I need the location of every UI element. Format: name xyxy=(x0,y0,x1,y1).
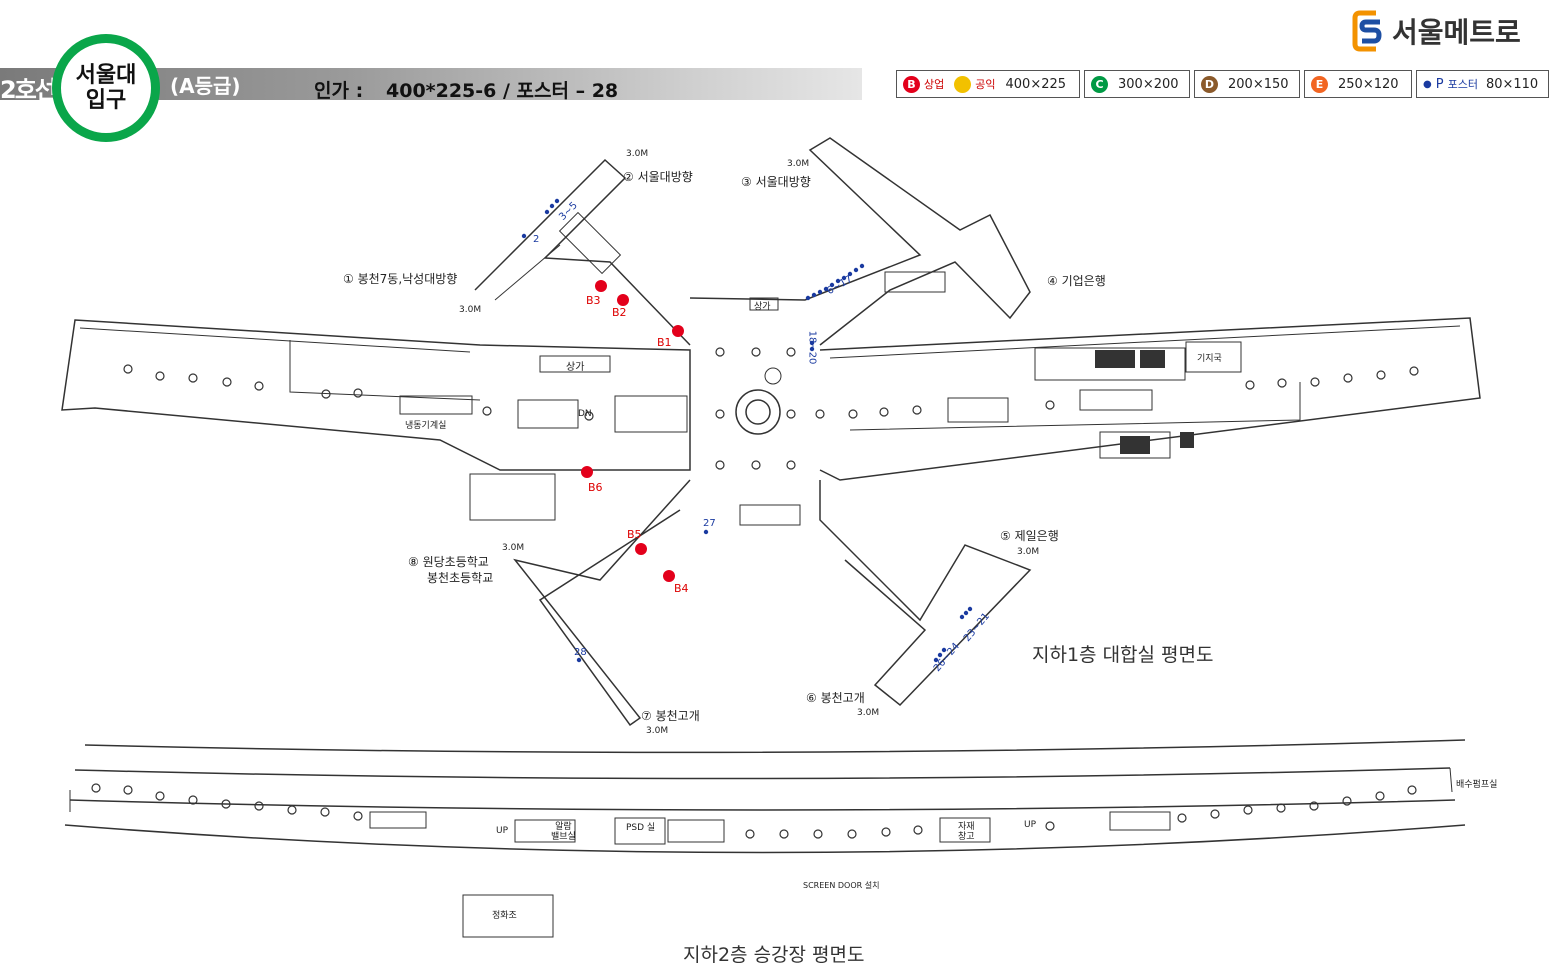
ad-b1-label: B1 xyxy=(657,336,672,349)
exit-5-width: 3.0M xyxy=(1017,547,1040,557)
exit-3-label: ③ 서울대방향 xyxy=(741,175,811,189)
ad-b4-label: B4 xyxy=(674,582,689,595)
legend-c-size: 300×200 xyxy=(1118,76,1179,92)
poster-18-20-label: 18~20 xyxy=(806,330,818,365)
legend-b-label: 상업 xyxy=(924,78,945,91)
poster-28-label: 28 xyxy=(574,647,587,658)
poster-27-label: 27 xyxy=(703,518,716,529)
exit-8-label-2: 봉천초등학교 xyxy=(427,571,494,585)
legend-b-size: 400×225 xyxy=(1005,76,1067,92)
legend-p: ● P 포스터 80×110 xyxy=(1416,70,1549,98)
legend-p-size: 80×110 xyxy=(1485,76,1539,92)
legend-d-icon: D xyxy=(1201,75,1218,93)
exit-7-label: ⑦ 봉천고개 xyxy=(641,709,700,723)
exit-8-label: ⑧ 원당초등학교 xyxy=(408,555,489,569)
brand: 서울메트로 xyxy=(1352,10,1521,52)
drain-pump-room-label: 배수펌프실 xyxy=(1456,780,1498,790)
concourse-caption: 지하1층 대합실 평면도 xyxy=(1032,644,1214,666)
ad-b2-label: B2 xyxy=(612,306,627,319)
shop-label: 상가 xyxy=(566,362,585,373)
alarm-valve-room-label: 알람 밸브실 xyxy=(551,822,576,842)
office-label: 역무실 xyxy=(1105,371,1130,381)
station-grade: (A등급) xyxy=(170,74,241,98)
exit-7-width: 3.0M xyxy=(646,726,669,736)
cell-station-label: 기지국 xyxy=(1197,354,1222,364)
septic-tank-label: 정화조 xyxy=(492,911,517,921)
exit-2-label: ② 서울대방향 xyxy=(623,170,693,184)
legend-y-label: 공익 xyxy=(975,78,996,91)
exit-1-width: 3.0M xyxy=(459,305,482,315)
station-name-line2: 입구 xyxy=(85,88,127,113)
permit-label: 인가 : xyxy=(314,80,364,102)
legend-c-icon: C xyxy=(1091,75,1108,93)
legend-e: E 250×120 xyxy=(1304,70,1412,98)
cooling-room-label: 냉동기계실 xyxy=(405,421,447,431)
storage-room-label: 자재 창고 xyxy=(958,822,975,842)
exit-6-width: 3.0M xyxy=(857,708,880,718)
ad-b3-label: B3 xyxy=(586,294,601,307)
legend-b-icon: B xyxy=(903,75,920,93)
legend-d: D 200×150 xyxy=(1194,70,1300,98)
exit-3-width: 3.0M xyxy=(787,159,810,169)
brand-name: 서울메트로 xyxy=(1392,16,1521,49)
up-label-2: UP xyxy=(1024,820,1037,830)
seoul-metro-logo-icon xyxy=(1352,10,1382,52)
exit-8-width: 3.0M xyxy=(502,543,525,553)
legend-b-y: B 상업 공익 400×225 xyxy=(896,70,1080,98)
line-number-label: 2호선 xyxy=(0,76,57,104)
exit-1-label: ① 봉천7동,낙성대방향 xyxy=(343,272,458,286)
station-name-badge: 서울대 입구 xyxy=(52,34,160,142)
legend-e-icon: E xyxy=(1311,75,1328,93)
poster-2-label: 2 xyxy=(533,234,540,245)
psd-room-label: PSD 실 xyxy=(626,823,656,833)
legend-p-label: 포스터 xyxy=(1447,78,1478,91)
screen-door-label: SCREEN DOOR 설치 xyxy=(803,881,880,890)
up-label-1: UP xyxy=(496,826,509,836)
station-name-line1: 서울대 xyxy=(75,63,137,88)
dn-label: DN xyxy=(578,409,592,419)
ad-b6-label: B6 xyxy=(588,481,603,494)
legend-p-icon: ● xyxy=(1423,78,1432,90)
legend-p-letter: P xyxy=(1435,76,1444,92)
ad-b5-label: B5 xyxy=(627,528,642,541)
permit-value: 400*225-6 / 포스터 – 28 xyxy=(386,80,619,102)
shop-label-2: 상가 xyxy=(754,302,771,312)
legend-d-size: 200×150 xyxy=(1228,76,1289,92)
exit-5-label: ⑤ 제일은행 xyxy=(1000,529,1059,543)
exit-2-width: 3.0M xyxy=(626,149,649,159)
legend-c: C 300×200 xyxy=(1084,70,1190,98)
exit-4-label: ④ 기업은행 xyxy=(1047,274,1106,288)
legend-e-size: 250×120 xyxy=(1338,76,1399,92)
exit-6-label: ⑥ 봉천고개 xyxy=(806,691,865,705)
platform-caption: 지하2층 승강장 평면도 xyxy=(683,944,865,966)
legend-yellow-icon xyxy=(954,75,972,93)
